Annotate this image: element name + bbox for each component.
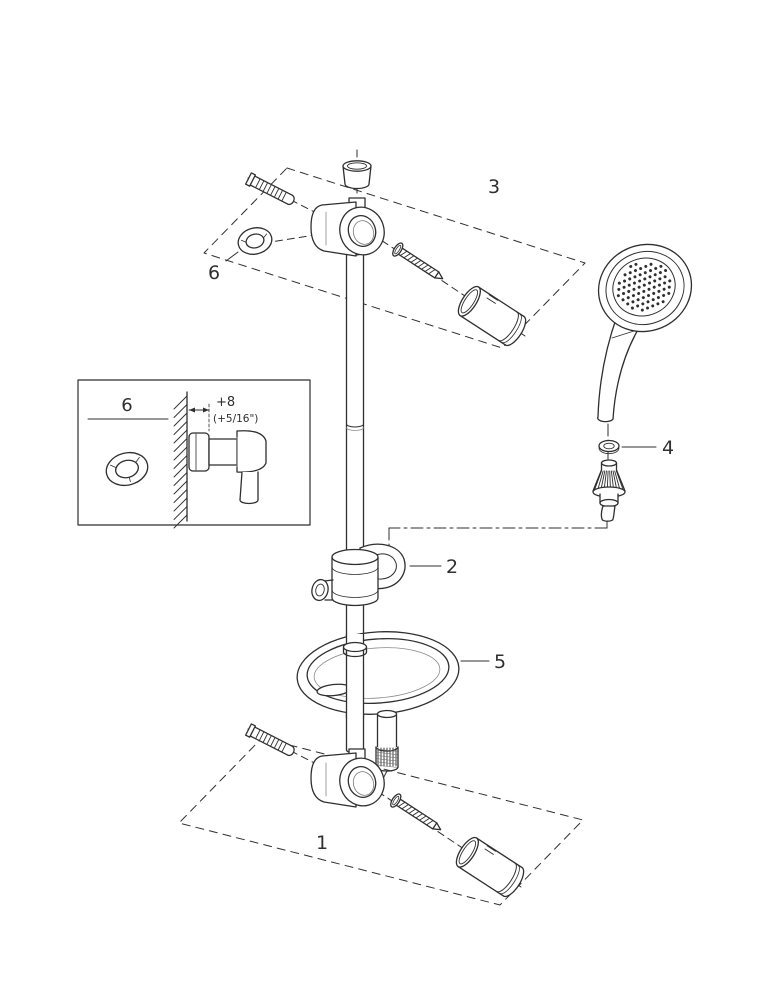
callout-2: 2 bbox=[446, 556, 458, 578]
hose-connector-nut bbox=[592, 459, 626, 508]
plug-knurling bbox=[376, 747, 398, 768]
wall-hatching bbox=[173, 395, 188, 529]
callout-6: 6 bbox=[208, 262, 220, 284]
mounting-screw-bottom bbox=[388, 791, 446, 837]
rail-joint-seam bbox=[346, 423, 364, 428]
shower-hose-stub bbox=[600, 505, 616, 522]
spray-nozzle-dots bbox=[616, 262, 672, 312]
slider-clamp bbox=[331, 548, 379, 607]
leader-6 bbox=[225, 251, 239, 262]
dimension-arrowhead-right bbox=[203, 407, 209, 413]
callout-1: 1 bbox=[316, 832, 328, 854]
tray-collar bbox=[342, 641, 368, 653]
rail-end-cap bbox=[342, 160, 372, 190]
cover-sleeve-bottom bbox=[451, 833, 529, 901]
soap-tray bbox=[296, 631, 460, 715]
hand-shower-assembly bbox=[388, 243, 693, 547]
dimension-inch: (+5/16") bbox=[213, 413, 258, 425]
callout-4: 4 bbox=[662, 437, 674, 459]
callout-labels: 3 6 4 2 5 1 6 +8 (+5/16") bbox=[121, 176, 674, 854]
hand-shower-head bbox=[597, 243, 693, 333]
callout-5: 5 bbox=[494, 651, 506, 673]
cover-sleeve-top bbox=[453, 282, 531, 350]
dimension-arrowhead-left bbox=[189, 407, 195, 413]
inset-callout-6: 6 bbox=[121, 395, 132, 416]
rail-through-tray bbox=[342, 633, 368, 719]
hand-shower-handle bbox=[597, 315, 641, 423]
bracket-side-view bbox=[188, 430, 267, 505]
wall-section bbox=[173, 391, 188, 529]
hose-routing-centerline bbox=[388, 521, 608, 547]
rail-stop-plug bbox=[375, 709, 399, 791]
connector-knurling bbox=[594, 470, 624, 491]
exploded-boundary-top bbox=[203, 167, 586, 349]
dimension-indicator bbox=[188, 403, 210, 432]
hose-gasket bbox=[598, 439, 620, 455]
wall-anchor-bottom bbox=[244, 723, 298, 759]
spacer-ring-inset bbox=[105, 451, 149, 487]
wall-bracket-top bbox=[310, 197, 391, 262]
dimension-mm: +8 bbox=[216, 395, 235, 410]
mounting-screw-top bbox=[390, 240, 448, 286]
callout-3: 3 bbox=[488, 176, 500, 198]
inset-detail-box bbox=[77, 379, 311, 529]
exploded-boundary-bottom bbox=[178, 737, 584, 906]
spacer-ring-top bbox=[237, 227, 273, 255]
slider-lock-knob bbox=[311, 578, 334, 602]
slider-holder bbox=[311, 543, 406, 607]
axis-stop-plug bbox=[376, 770, 388, 791]
